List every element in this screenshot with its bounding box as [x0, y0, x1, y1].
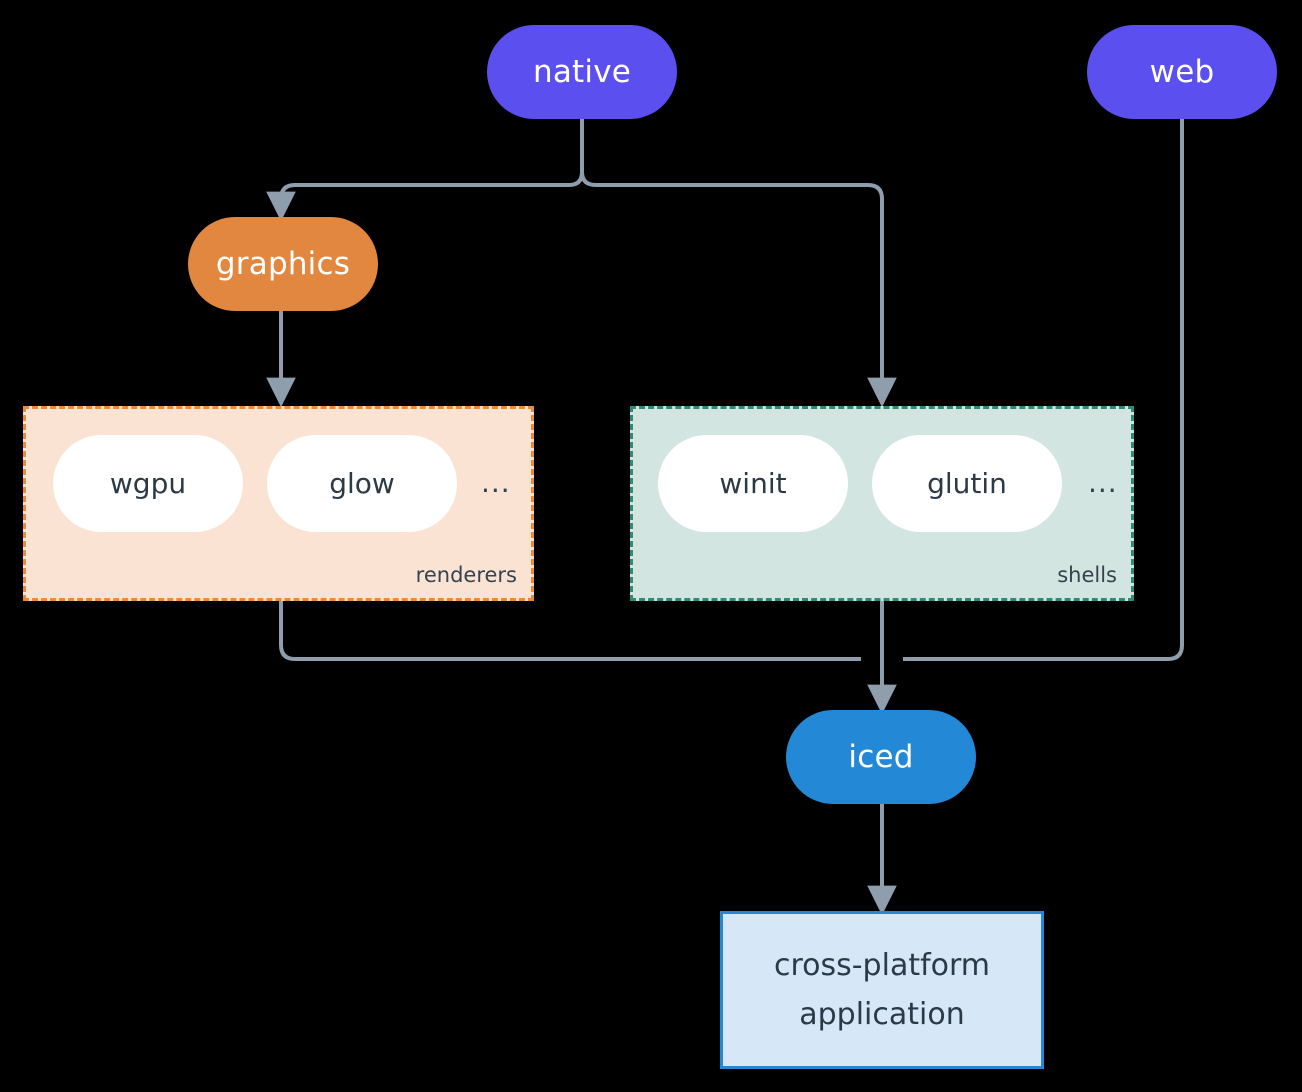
shells-overflow-ellipsis: ... [1088, 466, 1118, 499]
node-glutin-label: glutin [927, 466, 1007, 500]
node-iced-label: iced [848, 738, 914, 775]
node-glutin[interactable]: glutin [872, 435, 1062, 532]
node-native-label: native [532, 53, 632, 90]
node-winit[interactable]: winit [658, 435, 848, 532]
node-graphics[interactable]: graphics [188, 217, 378, 311]
group-shells[interactable]: winit glutin ... shells [630, 406, 1134, 601]
application-label-line1: cross-platform [773, 947, 991, 983]
node-web[interactable]: web [1087, 25, 1277, 119]
application-label-line2: application [799, 997, 965, 1032]
node-web-label: web [1149, 53, 1215, 90]
node-glow-label: glow [329, 466, 395, 500]
edge-native-to-graphics [266, 171, 584, 222]
edge-renderers-to-bus [279, 601, 861, 661]
group-renderers-label: renderers [415, 563, 517, 587]
group-renderers[interactable]: wgpu glow ... renderers [23, 406, 534, 601]
node-cross-platform-application[interactable]: cross-platform application [720, 911, 1044, 1069]
group-shells-label: shells [1057, 563, 1117, 587]
node-winit-label: winit [719, 466, 787, 500]
node-wgpu-label: wgpu [109, 466, 187, 500]
renderers-overflow-ellipsis: ... [481, 466, 511, 499]
node-native[interactable]: native [487, 25, 677, 119]
node-iced[interactable]: iced [786, 710, 976, 804]
edge-native-to-shells [580, 171, 897, 408]
node-graphics-label: graphics [215, 245, 351, 282]
node-glow[interactable]: glow [267, 435, 457, 532]
node-wgpu[interactable]: wgpu [53, 435, 243, 532]
